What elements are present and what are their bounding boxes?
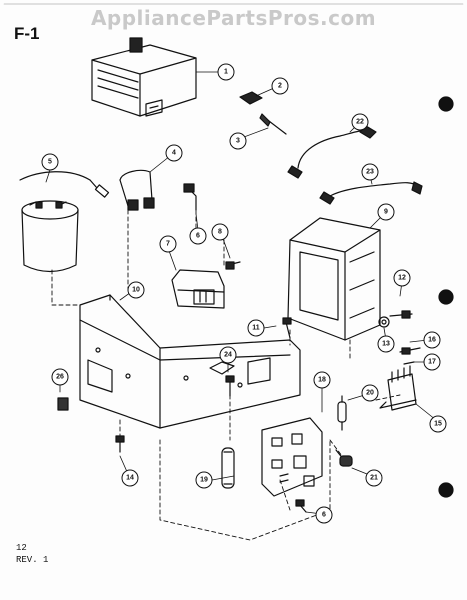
callout-3: 3 [229,132,247,150]
svg-text:16: 16 [428,337,436,344]
svg-text:26: 26 [56,374,64,381]
washer-part [378,316,390,328]
svg-text:6: 6 [322,512,326,519]
svg-text:8: 8 [218,229,222,236]
switch-assembly-part [379,365,417,411]
svg-text:11: 11 [252,325,260,332]
resistor-part [337,395,347,431]
callout-1: 1 [217,63,235,81]
bracket-part [119,169,155,211]
svg-text:10: 10 [132,287,140,294]
svg-text:20: 20 [366,390,374,397]
svg-text:2: 2 [278,83,282,90]
revision-label: REV. 1 [16,555,49,565]
svg-text:12: 12 [398,275,406,282]
callout-16: 16 [423,331,441,349]
callout-22: 22 [351,113,369,131]
relay-part [171,269,225,309]
watermark: AppliancePartsPros.com [90,6,377,30]
wire-harness-22 [297,129,371,169]
svg-text:4: 4 [172,150,176,157]
svg-text:13: 13 [382,341,390,348]
callout-11: 11 [247,319,265,337]
svg-text:3: 3 [236,138,240,145]
screw-part [285,321,291,339]
assembly-guide-lines [51,209,401,541]
transformer-part [287,217,381,341]
callout-2: 2 [271,77,289,95]
svg-text:5: 5 [48,159,52,166]
control-board-part [261,417,323,497]
svg-text:23: 23 [366,169,374,176]
callout-13: 13 [377,335,395,353]
callout-12: 12 [393,269,411,287]
svg-text:21: 21 [370,475,378,482]
binder-hole-icon [438,482,454,498]
svg-text:14: 14 [126,475,134,482]
fuse-part [221,447,235,489]
callout-group: 1 2 3 4 5 6 7 8 9 10 11 12 13 16 17 18 1… [41,63,447,524]
svg-text:1: 1 [224,69,228,76]
page-number: 12 [16,543,27,553]
callout-7: 7 [159,235,177,253]
callout-9: 9 [377,203,395,221]
callout-6: 6 [189,227,207,245]
chassis-plate-part [79,294,301,429]
binder-hole-icon [438,289,454,305]
binder-hole-icon [438,96,454,112]
callout-18: 18 [313,371,331,389]
callout-6b: 6 [315,506,333,524]
clip-part [403,361,415,365]
capacitor-part [19,171,110,273]
callout-20: 20 [361,384,379,402]
callout-5: 5 [41,153,59,171]
svg-text:6: 6 [196,233,200,240]
wire-harness-23 [329,182,419,197]
callout-10: 10 [127,281,145,299]
callout-24: 24 [219,346,237,364]
svg-text:22: 22 [356,119,364,126]
callout-15: 15 [429,415,447,433]
callout-4: 4 [165,144,183,162]
callout-17: 17 [423,353,441,371]
svg-text:24: 24 [224,352,232,359]
callout-8: 8 [211,223,229,241]
callout-19: 19 [195,471,213,489]
callout-14: 14 [121,469,139,487]
svg-text:17: 17 [428,359,436,366]
callout-21: 21 [365,469,383,487]
svg-text:15: 15 [434,421,442,428]
standoff-part [57,397,69,411]
leader-lines [45,71,437,515]
magnetron-part [91,37,197,117]
svg-text:19: 19 [200,477,208,484]
svg-text:7: 7 [166,241,170,248]
figure-label: F-1 [14,24,40,43]
svg-text:18: 18 [318,377,326,384]
svg-text:9: 9 [384,209,388,216]
thermal-cutout-part [239,91,287,135]
callout-26: 26 [51,368,69,386]
thermistor-part [335,449,353,467]
callout-23: 23 [361,163,379,181]
